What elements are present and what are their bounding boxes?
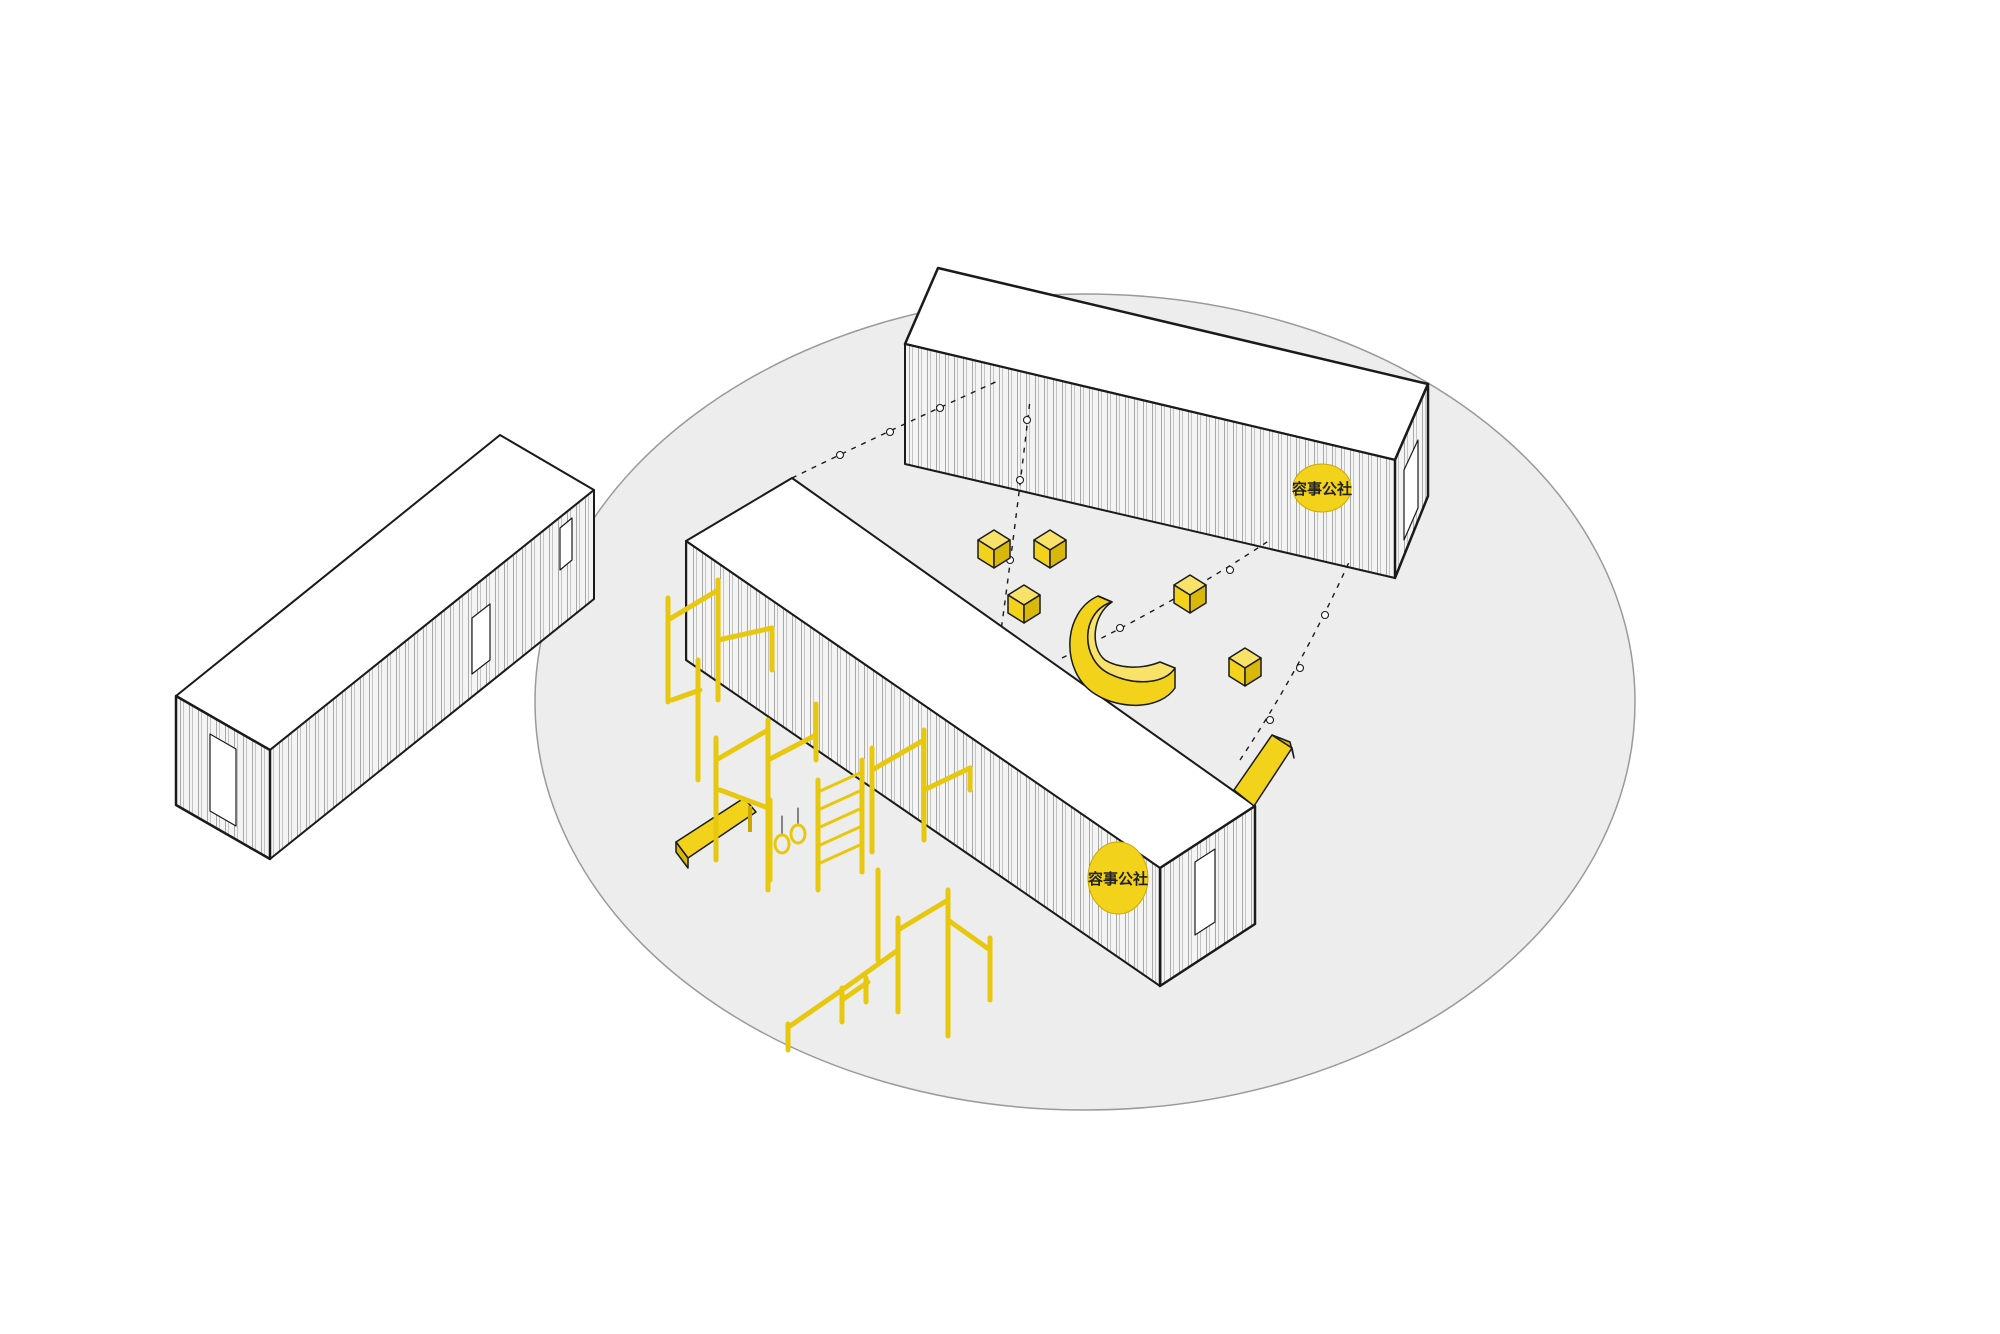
container-center-logo-disc <box>1087 841 1149 915</box>
rig-bar <box>717 787 771 811</box>
fitness-rig <box>665 577 993 1053</box>
cube-seat <box>1007 584 1041 624</box>
curved-bench <box>1069 595 1176 706</box>
rig-ladder-rung <box>816 788 864 812</box>
cube-seat <box>977 529 1011 569</box>
container-west-side-door <box>471 603 491 675</box>
rig-bar <box>765 732 819 763</box>
rig-bar <box>839 979 871 1003</box>
rig-ladder-rung <box>816 824 864 848</box>
cube-seat <box>1173 574 1207 614</box>
rig-bar <box>715 625 775 643</box>
bulb <box>1295 663 1305 673</box>
container-north: 容事公社 <box>903 266 1430 580</box>
rig-bar <box>669 687 703 703</box>
rig-ladder-rung <box>816 806 864 830</box>
bulb <box>1265 715 1275 725</box>
rig-bar <box>665 587 721 623</box>
entry-ramp <box>1233 734 1295 807</box>
bulb <box>1225 565 1235 575</box>
rig-bar <box>869 737 927 773</box>
rig-bar <box>787 987 845 1029</box>
container-west-door <box>209 733 237 827</box>
cube-seat <box>1033 529 1067 569</box>
curved-bench-top <box>1087 595 1176 683</box>
bulb <box>1022 415 1032 425</box>
bulb <box>1015 475 1025 485</box>
container-north-door <box>1403 439 1419 541</box>
bulb <box>1320 610 1330 620</box>
bulb <box>885 427 895 437</box>
rig-bar <box>945 917 993 953</box>
light-string-4 <box>999 399 1031 639</box>
rig-ladder-rung <box>816 770 864 794</box>
rig-ring <box>789 823 807 845</box>
sloped-bench-side <box>675 841 689 869</box>
bulb <box>1115 623 1125 633</box>
container-center-door <box>1194 848 1216 936</box>
container-west <box>174 434 595 861</box>
rig-bar <box>839 947 901 993</box>
light-string-2 <box>1061 539 1271 659</box>
cube-seats <box>977 529 1262 687</box>
bulb <box>935 403 945 413</box>
container-north-logo-disc <box>1292 463 1352 513</box>
rig-bar <box>921 765 973 793</box>
container-north-logo-text: 容事公社 <box>1291 480 1352 498</box>
cube-seat <box>1228 647 1262 687</box>
rig-bar <box>895 897 951 933</box>
rig-ring <box>773 833 791 855</box>
container-west-side-door-2 <box>559 517 573 571</box>
rig-ladder-rung <box>816 842 864 866</box>
container-center-logo-text: 容事公社 <box>1087 870 1148 888</box>
bulb <box>835 450 845 460</box>
entry-ramp-end <box>1271 734 1295 759</box>
rig-bar <box>713 727 771 763</box>
